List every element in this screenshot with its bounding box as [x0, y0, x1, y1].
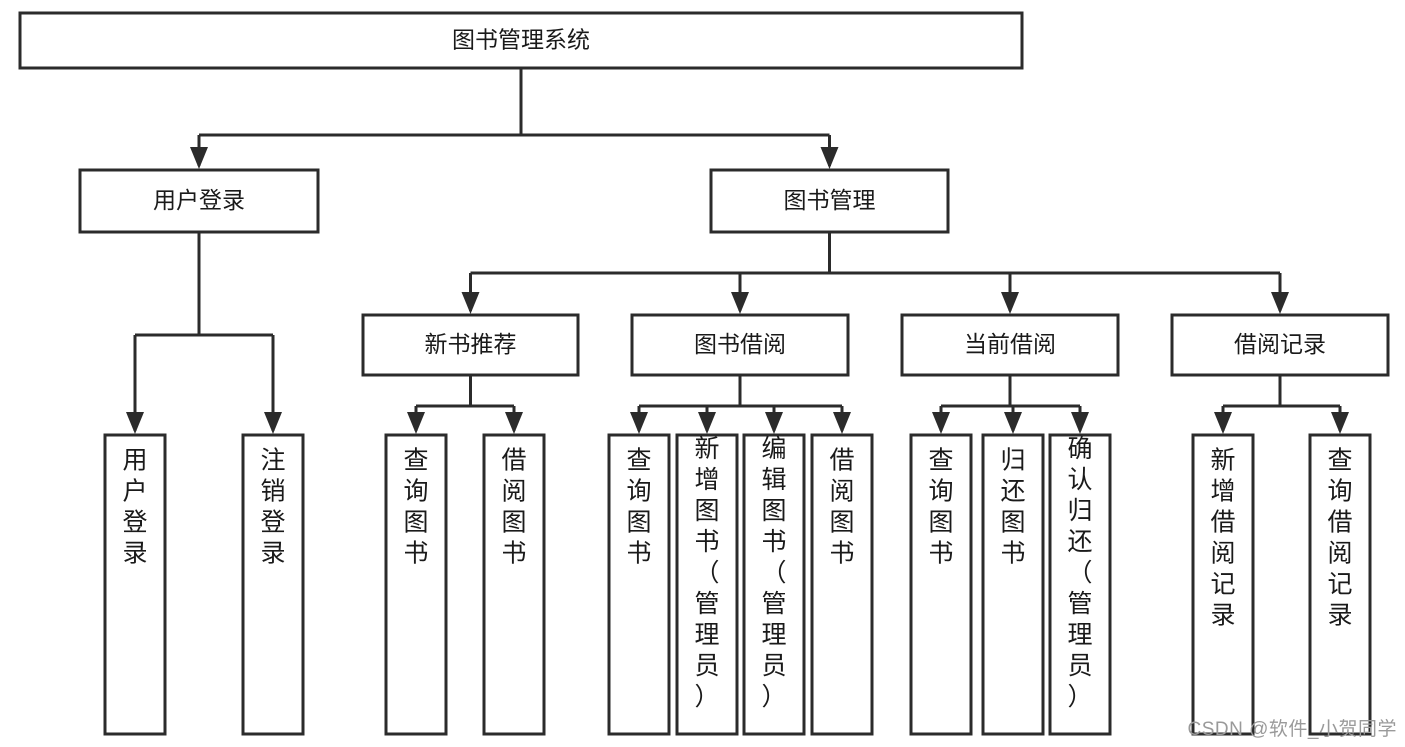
level2-node-book-manage-box[interactable]	[709, 168, 950, 234]
leaf-node-leaf-query-book-3-box[interactable]	[909, 433, 973, 736]
leaf-node-leaf-return-book[interactable]: 归还图书	[981, 433, 1045, 736]
leaf-node-leaf-user-logout-box[interactable]	[241, 433, 305, 736]
level3-node-borrow-record-label: 借阅记录	[1234, 331, 1326, 357]
level3-node-current-borrow-label: 当前借阅	[964, 331, 1056, 357]
leaf-node-leaf-query-record[interactable]: 查询借阅记录	[1308, 433, 1372, 736]
leaf-node-leaf-borrow-book-2[interactable]: 借阅图书	[810, 433, 874, 736]
arrow-head-icon	[833, 412, 851, 434]
leaf-node-leaf-query-book-2[interactable]: 查询图书	[607, 433, 671, 736]
arrow-head-icon	[1004, 412, 1022, 434]
arrow-head-icon	[190, 147, 208, 169]
root-node-book-management-system-box[interactable]	[18, 11, 1024, 70]
leaf-node-leaf-borrow-book-2-box[interactable]	[810, 433, 874, 736]
arrow-head-icon	[1214, 412, 1232, 434]
root-node-book-management-system-label: 图书管理系统	[452, 27, 590, 53]
leaf-node-leaf-query-book-1[interactable]: 查询图书	[384, 433, 448, 736]
arrow-head-icon	[1331, 412, 1349, 434]
leaf-node-leaf-return-book-box[interactable]	[981, 433, 1045, 736]
level3-node-new-book-recommend-box[interactable]	[361, 313, 580, 377]
leaf-node-leaf-query-book-1-box[interactable]	[384, 433, 448, 736]
level3-node-book-borrow[interactable]: 图书借阅	[630, 313, 850, 377]
level3-node-borrow-record[interactable]: 借阅记录	[1170, 313, 1390, 377]
leaf-node-leaf-add-book[interactable]: 新增图书（管理员）	[675, 433, 739, 736]
level2-node-user-login-label: 用户登录	[153, 187, 245, 213]
arrow-head-icon	[1001, 292, 1019, 314]
level3-node-new-book-recommend-label: 新书推荐	[425, 331, 517, 357]
arrow-head-icon	[1271, 292, 1289, 314]
arrow-head-icon	[264, 412, 282, 434]
leaf-node-leaf-return-book-label: 归还图书	[1000, 447, 1025, 568]
leaf-node-leaf-edit-book-box[interactable]	[742, 433, 806, 736]
leaf-node-leaf-query-book-3[interactable]: 查询图书	[909, 433, 973, 736]
level3-node-book-borrow-label: 图书借阅	[694, 331, 786, 357]
level2-node-book-manage[interactable]: 图书管理	[709, 168, 950, 234]
leaf-node-leaf-add-record-label: 新增借阅记录	[1210, 447, 1235, 630]
leaf-node-leaf-add-record-box[interactable]	[1191, 433, 1255, 736]
leaf-node-leaf-user-logout-label: 注销登录	[260, 447, 285, 568]
leaf-node-leaf-query-book-1-label: 查询图书	[403, 447, 428, 568]
arrow-head-icon	[932, 412, 950, 434]
level3-node-current-borrow-box[interactable]	[900, 313, 1120, 377]
level3-node-new-book-recommend[interactable]: 新书推荐	[361, 313, 580, 377]
arrow-head-icon	[630, 412, 648, 434]
level2-node-user-login-box[interactable]	[78, 168, 320, 234]
leaf-node-leaf-confirm-return-box[interactable]	[1048, 433, 1112, 736]
root-node-book-management-system[interactable]: 图书管理系统	[18, 11, 1024, 70]
leaf-node-leaf-query-book-2-label: 查询图书	[626, 447, 651, 568]
level2-node-user-login[interactable]: 用户登录	[78, 168, 320, 234]
arrow-head-icon	[731, 292, 749, 314]
level3-node-book-borrow-box[interactable]	[630, 313, 850, 377]
leaf-node-leaf-user-logout[interactable]: 注销登录	[241, 433, 305, 736]
connector-layer	[126, 68, 1349, 434]
arrow-head-icon	[461, 292, 480, 314]
leaf-node-leaf-confirm-return[interactable]: 确认归还（管理员）	[1048, 433, 1112, 736]
leaf-node-leaf-add-book-box[interactable]	[675, 433, 739, 736]
leaf-node-leaf-query-book-2-box[interactable]	[607, 433, 671, 736]
arrow-head-icon	[407, 412, 425, 434]
leaf-node-leaf-user-login-box[interactable]	[103, 433, 167, 736]
leaf-node-leaf-confirm-return-label: 确认归还（管理员）	[1067, 435, 1092, 711]
leaf-node-leaf-edit-book[interactable]: 编辑图书（管理员）	[742, 433, 806, 736]
leaf-node-leaf-borrow-book-1-box[interactable]	[482, 433, 546, 736]
leaf-node-leaf-edit-book-label: 编辑图书（管理员）	[761, 435, 786, 711]
leaf-node-leaf-add-record[interactable]: 新增借阅记录	[1191, 433, 1255, 736]
leaf-node-leaf-borrow-book-1-label: 借阅图书	[501, 447, 526, 568]
leaf-node-leaf-user-login-label: 用户登录	[122, 447, 147, 568]
arrow-head-icon	[126, 412, 144, 434]
leaf-node-leaf-add-book-label: 新增图书（管理员）	[694, 435, 719, 711]
level2-node-book-manage-label: 图书管理	[784, 187, 876, 213]
arrow-head-icon	[1071, 412, 1089, 434]
leaf-node-leaf-user-login[interactable]: 用户登录	[103, 433, 167, 736]
leaf-node-leaf-borrow-book-1[interactable]: 借阅图书	[482, 433, 546, 736]
level3-node-current-borrow[interactable]: 当前借阅	[900, 313, 1120, 377]
node-layer: 图书管理系统用户登录图书管理新书推荐图书借阅当前借阅借阅记录用户登录注销登录查询…	[18, 11, 1390, 736]
level3-node-borrow-record-box[interactable]	[1170, 313, 1390, 377]
arrow-head-icon	[698, 412, 716, 434]
leaf-node-leaf-borrow-book-2-label: 借阅图书	[829, 447, 854, 568]
arrow-head-icon	[505, 412, 523, 434]
leaf-node-leaf-query-record-box[interactable]	[1308, 433, 1372, 736]
arrow-head-icon	[820, 147, 839, 169]
leaf-node-leaf-query-book-3-label: 查询图书	[928, 447, 953, 568]
leaf-node-leaf-query-record-label: 查询借阅记录	[1327, 447, 1352, 630]
arrow-head-icon	[765, 412, 783, 434]
